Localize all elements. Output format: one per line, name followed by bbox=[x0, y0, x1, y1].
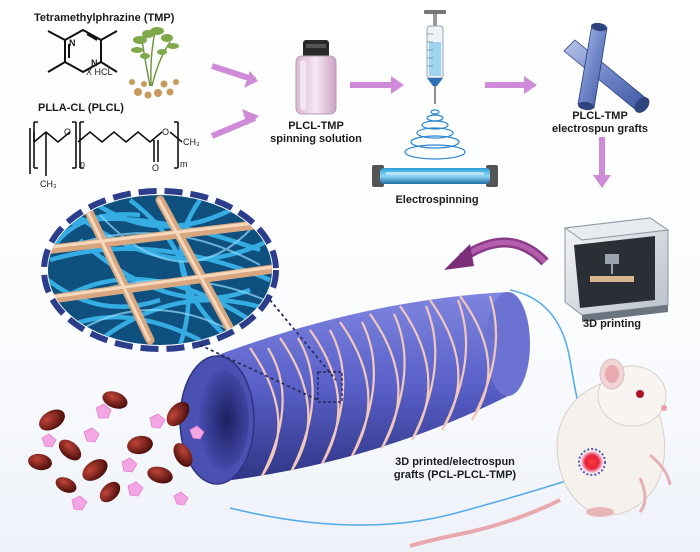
tubular-graft bbox=[179, 292, 530, 485]
subscript-n: n bbox=[80, 159, 86, 169]
tmp-crystals bbox=[41, 403, 205, 511]
arrow-right-icon bbox=[211, 63, 258, 88]
atom-n-bottom: N bbox=[91, 58, 98, 68]
collector-rod bbox=[372, 165, 498, 187]
plcl-title: PLLA-CL (PLCL) bbox=[38, 102, 124, 114]
curved-arrow-icon bbox=[444, 237, 549, 270]
arrow-right-icon bbox=[350, 76, 404, 94]
implant-site bbox=[578, 448, 606, 476]
grafts-label-line1: PLCL-TMP bbox=[572, 110, 628, 122]
final-graft-label-line1: 3D printed/electrospun bbox=[395, 456, 515, 468]
solution-label: PLCL-TMP spinning solution bbox=[266, 120, 366, 146]
solution-label-line1: PLCL-TMP bbox=[288, 120, 344, 132]
arrow-right-icon bbox=[485, 76, 537, 94]
vial-icon bbox=[295, 40, 337, 115]
magnified-view bbox=[41, 188, 343, 403]
oxygen-label-3: O bbox=[152, 163, 160, 173]
solution-label-line2: spinning solution bbox=[270, 133, 362, 145]
oxygen-label-2: O bbox=[162, 127, 170, 137]
rat-icon bbox=[409, 358, 672, 548]
tmp-salt-label: X HCL bbox=[86, 67, 113, 77]
final-graft-label: 3D printed/electrospun grafts (PCL-PLCL-… bbox=[380, 456, 530, 482]
electrospinning-label: Electrospinning bbox=[395, 194, 479, 206]
ch3-end-label: CH₃ bbox=[183, 137, 200, 147]
arrow-right-icon bbox=[210, 109, 259, 139]
arrow-down-icon bbox=[593, 137, 611, 188]
printing-label: 3D printing bbox=[582, 318, 642, 330]
plant-icon bbox=[129, 27, 179, 99]
plcl-structure bbox=[29, 121, 183, 176]
oxygen-label-1: O bbox=[64, 127, 72, 137]
printed-struts bbox=[249, 295, 498, 477]
spray-spiral bbox=[404, 109, 466, 160]
syringe-icon bbox=[424, 10, 446, 104]
atom-n-top: N bbox=[69, 38, 76, 48]
printer-icon bbox=[563, 217, 670, 322]
subscript-m: m bbox=[180, 159, 188, 169]
tmp-capsules bbox=[28, 391, 193, 503]
ch3-bottom-label: CH₃ bbox=[40, 179, 57, 189]
grafts-label-line2: electrospun grafts bbox=[552, 123, 648, 135]
tmp-title: Tetramethylphrazine (TMP) bbox=[34, 12, 175, 24]
final-graft-label-line2: grafts (PCL-PLCL-TMP) bbox=[393, 469, 517, 481]
electrospun-graft-icon bbox=[563, 22, 650, 113]
grafts-label: PLCL-TMP electrospun grafts bbox=[550, 110, 650, 136]
tmp-structure bbox=[47, 28, 118, 74]
